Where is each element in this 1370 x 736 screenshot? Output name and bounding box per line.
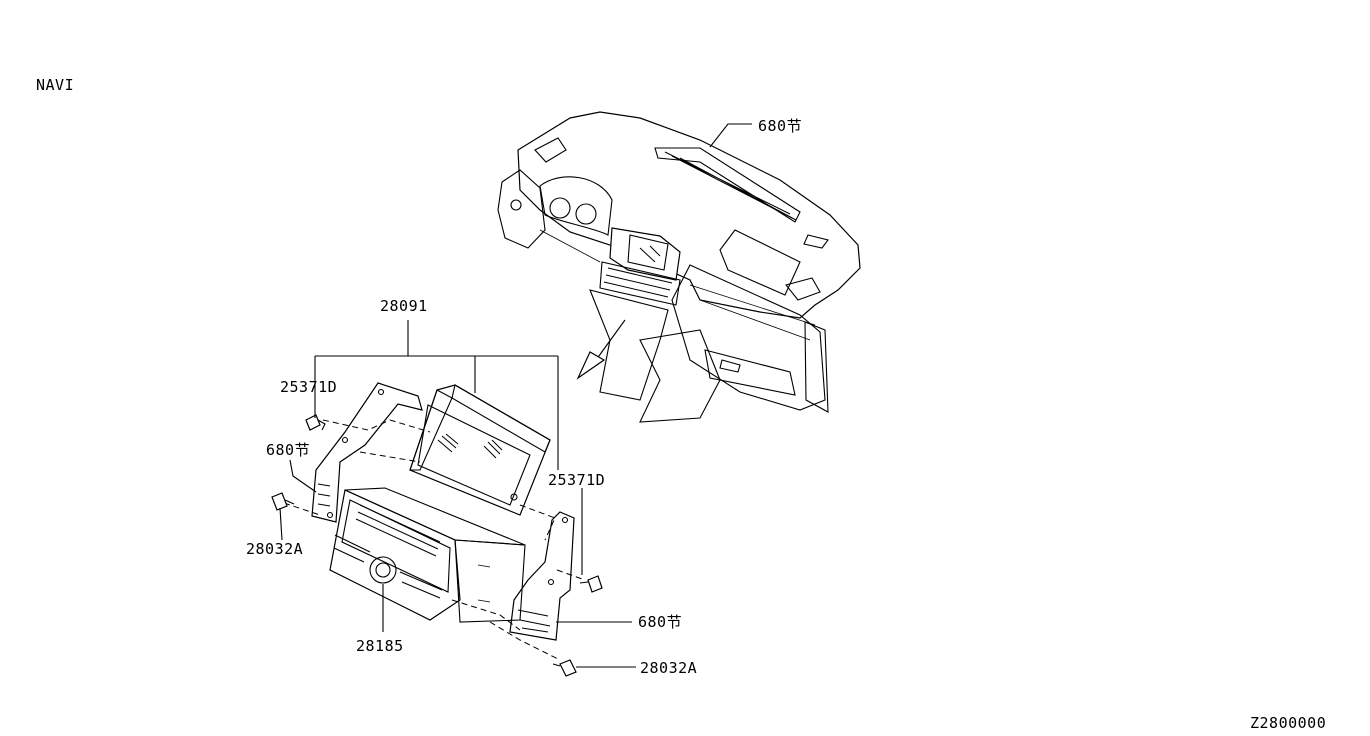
bolt-left: [271, 492, 295, 511]
fasteners: [271, 414, 603, 677]
bracket-right: [509, 511, 575, 641]
screw-upper-left: [305, 414, 326, 431]
display-unit: [409, 384, 551, 516]
leader-lines: [279, 320, 636, 668]
bolt-right: [552, 659, 577, 677]
callout-screw-upper-left: 25371D: [280, 378, 337, 396]
callout-screw-right: 25371D: [548, 471, 605, 489]
audio-unit: [329, 487, 526, 623]
section-title: NAVI: [36, 76, 74, 94]
dashed-guides: [283, 419, 586, 661]
screw-right: [579, 575, 603, 593]
drawing-code: Z2800000: [1250, 714, 1326, 732]
dash-ref-leader: [709, 123, 752, 148]
callout-audio-unit: 28185: [356, 637, 404, 655]
instrument-panel: [497, 111, 861, 423]
callout-bracket-ref-left: 680节: [266, 441, 310, 459]
callout-assembly: 28091: [380, 297, 428, 315]
bracket-left: [311, 382, 423, 523]
callout-bolt-left: 28032A: [246, 540, 303, 558]
callout-dash-ref-top: 680节: [758, 117, 802, 135]
callout-bolt-right: 28032A: [640, 659, 697, 677]
callout-bracket-ref-right: 680节: [638, 613, 682, 631]
